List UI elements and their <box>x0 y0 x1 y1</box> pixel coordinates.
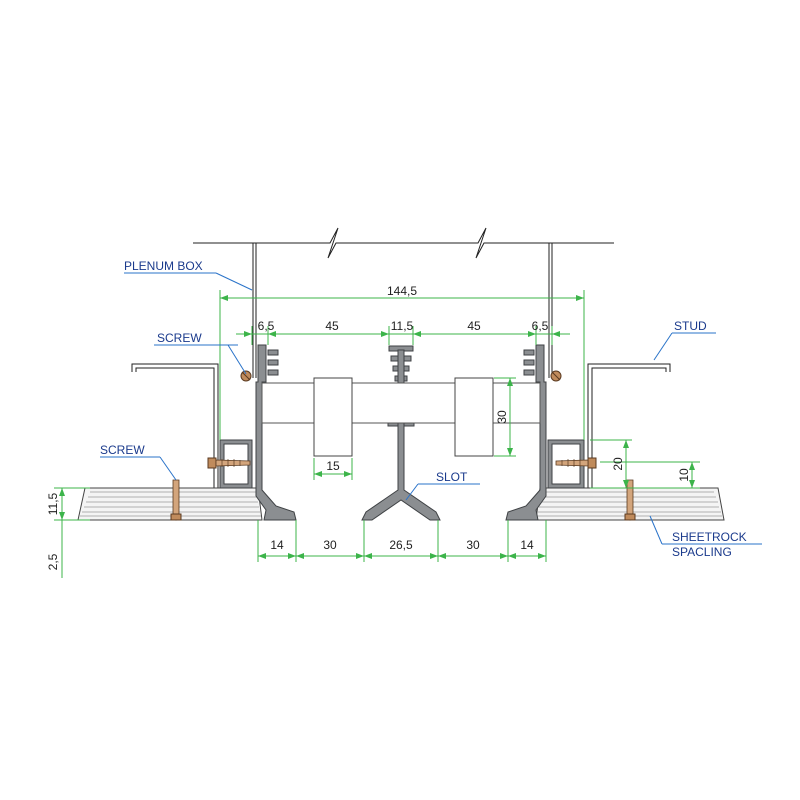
dim-bottom-left-slot: 30 <box>323 538 337 552</box>
dim-left-height-a: 11,5 <box>46 492 60 515</box>
sheetrock-panel-left <box>77 487 263 521</box>
screw-side-right <box>555 457 597 469</box>
label-slot: SLOT <box>436 470 468 484</box>
slot-profile-left <box>255 344 297 521</box>
dim-bottom-left-edge: 14 <box>270 538 284 552</box>
damper-blade-right <box>454 377 494 457</box>
screw-sheetrock-right <box>624 479 636 521</box>
dim-right-height-a: 20 <box>611 457 625 471</box>
damper-blade-left <box>313 377 353 457</box>
dim-bottom-right-slot: 30 <box>466 538 480 552</box>
stud-right <box>587 363 671 490</box>
stud-bracket-right <box>547 439 585 489</box>
dim-bottom-center: 26,5 <box>389 538 413 552</box>
slot-profile-center <box>361 345 441 521</box>
dim-top-center: 11,5 <box>391 319 414 333</box>
cross-bar <box>261 382 541 424</box>
dim-right-height-b: 10 <box>677 468 691 482</box>
stud-left <box>131 363 219 490</box>
dimension-lines <box>54 290 700 578</box>
screw-top-left <box>240 370 252 382</box>
dim-top-left-edge: 6,5 <box>258 319 275 333</box>
callout-leaders <box>100 272 762 545</box>
label-sheetrock: SHEETROCK <box>672 530 747 544</box>
dim-overall: 144,5 <box>387 284 417 298</box>
screw-side-left <box>207 457 251 469</box>
dim-top-right-edge: 6,5 <box>532 319 549 333</box>
label-spacling: SPACLING <box>672 545 732 559</box>
dim-top-left-span: 45 <box>325 319 339 333</box>
label-stud: STUD <box>674 319 707 333</box>
stud-bracket-left <box>219 439 253 489</box>
dim-top-right-span: 45 <box>467 319 481 333</box>
dim-left-height-b: 2,5 <box>46 553 60 570</box>
screw-top-right <box>550 370 562 382</box>
plenum-box-outline <box>193 227 614 378</box>
dimension-arrowheads <box>59 295 695 559</box>
label-screw-top: SCREW <box>157 331 202 345</box>
dim-bottom-right-edge: 14 <box>520 538 534 552</box>
dim-bar-height: 30 <box>495 410 509 424</box>
dim-bar-width: 15 <box>326 459 340 473</box>
screw-sheetrock-left <box>170 479 182 521</box>
label-screw-bottom: SCREW <box>100 443 145 457</box>
label-plenum-box: PLENUM BOX <box>124 259 203 273</box>
slot-profile-right <box>505 344 547 521</box>
